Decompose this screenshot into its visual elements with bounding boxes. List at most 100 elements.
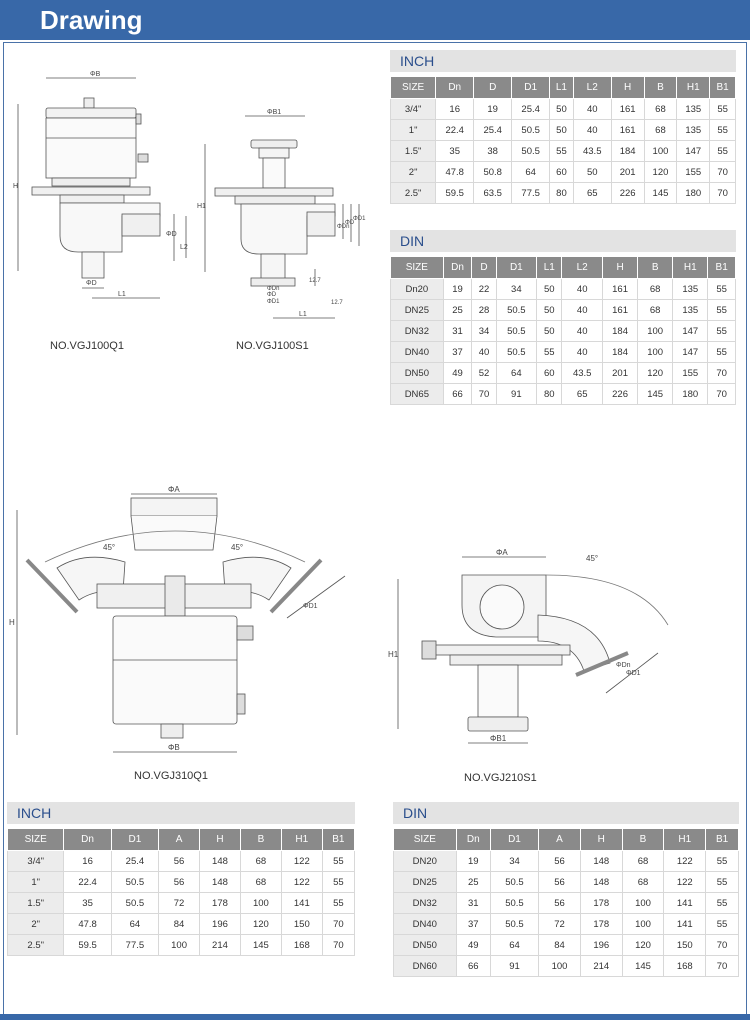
col-header: D1 <box>495 256 538 279</box>
svg-text:ΦB: ΦB <box>168 743 180 752</box>
value-cell: 68 <box>644 119 678 141</box>
value-cell: 150 <box>663 934 707 956</box>
value-cell: 135 <box>672 278 709 300</box>
value-cell: 47.8 <box>435 161 475 183</box>
value-cell: 135 <box>676 98 711 120</box>
col-header: Dn <box>435 76 475 99</box>
value-cell: 55 <box>705 913 739 935</box>
value-cell: 148 <box>580 871 623 893</box>
table-header-row: SIZE Dn D D1 L1 L2 H B H1 B1 <box>389 76 736 99</box>
value-cell: 68 <box>644 98 678 120</box>
value-cell: 40 <box>573 119 612 141</box>
drawing-vgj100q1: ΦB H ΦD L2 ΦD L1 <box>13 71 188 299</box>
value-cell: 68 <box>240 850 282 872</box>
value-cell: 196 <box>580 934 623 956</box>
value-cell: 59.5 <box>435 182 475 204</box>
value-cell: 50.5 <box>496 341 538 363</box>
value-cell: 100 <box>637 341 674 363</box>
col-header: L1 <box>549 76 574 99</box>
value-cell: 161 <box>602 299 639 321</box>
value-cell: 55 <box>549 140 574 162</box>
size-cell: DN40 <box>393 913 457 935</box>
svg-text:H: H <box>9 618 15 627</box>
col-header: H <box>199 828 241 851</box>
value-cell: 50 <box>549 119 574 141</box>
svg-text:ΦD1: ΦD1 <box>353 216 366 222</box>
value-cell: 55 <box>536 341 563 363</box>
value-cell: 55 <box>707 299 736 321</box>
table-title: DIN <box>390 230 736 252</box>
value-cell: 84 <box>158 913 201 935</box>
value-cell: 49 <box>456 934 491 956</box>
col-header: B1 <box>321 828 356 851</box>
value-cell: 100 <box>622 913 665 935</box>
table-header-row: SIZE Dn D1 A H B H1 B1 <box>6 828 356 851</box>
svg-text:L1: L1 <box>299 311 307 318</box>
value-cell: 55 <box>705 871 739 893</box>
col-header: H <box>601 256 639 279</box>
value-cell: 56 <box>158 850 201 872</box>
value-cell: 120 <box>622 934 665 956</box>
value-cell: 50 <box>536 320 563 342</box>
value-cell: 122 <box>663 871 707 893</box>
value-cell: 70 <box>705 934 739 956</box>
col-header: H1 <box>280 828 323 851</box>
value-cell: 91 <box>490 955 540 977</box>
value-cell: 100 <box>158 934 201 956</box>
value-cell: 50.5 <box>496 320 538 342</box>
value-cell: 145 <box>644 182 678 204</box>
value-cell: 145 <box>637 383 674 405</box>
value-cell: 56 <box>538 850 581 872</box>
svg-text:45°: 45° <box>231 543 243 552</box>
value-cell: 56 <box>158 871 201 893</box>
value-cell: 100 <box>622 892 665 914</box>
svg-text:ΦD1: ΦD1 <box>626 670 641 677</box>
size-cell: DN32 <box>390 320 444 342</box>
value-cell: 68 <box>240 871 282 893</box>
value-cell: 63.5 <box>473 182 513 204</box>
col-header: H <box>610 76 645 99</box>
value-cell: 141 <box>663 892 707 914</box>
value-cell: 72 <box>538 913 581 935</box>
value-cell: 161 <box>611 98 645 120</box>
value-cell: 147 <box>672 341 709 363</box>
size-cell: 1.5" <box>389 140 437 162</box>
value-cell: 50 <box>549 98 574 120</box>
col-header: D <box>471 256 497 279</box>
col-header: B <box>621 828 665 851</box>
value-cell: 168 <box>281 934 323 956</box>
top-inch-table: INCH SIZE Dn D D1 L1 L2 H B H1 B1 3/4"16… <box>389 50 736 204</box>
page-title: Drawing <box>40 5 143 35</box>
value-cell: 145 <box>240 934 282 956</box>
svg-text:ΦD: ΦD <box>166 231 177 238</box>
value-cell: 68 <box>637 299 674 321</box>
size-cell: Dn20 <box>390 278 444 300</box>
svg-text:ΦDn: ΦDn <box>267 286 279 292</box>
drawing-caption: NO.VGJ310Q1 <box>134 770 208 782</box>
value-cell: 70 <box>705 955 739 977</box>
value-cell: 70 <box>707 383 736 405</box>
size-cell: 2" <box>6 913 65 935</box>
value-cell: 52 <box>471 362 497 384</box>
svg-text:L2: L2 <box>180 244 188 251</box>
value-cell: 122 <box>281 871 323 893</box>
value-cell: 66 <box>456 955 491 977</box>
value-cell: 55 <box>707 341 736 363</box>
col-header: B1 <box>709 76 736 99</box>
value-cell: 201 <box>611 161 645 183</box>
value-cell: 35 <box>435 140 475 162</box>
value-cell: 66 <box>443 383 473 405</box>
value-cell: 214 <box>580 955 623 977</box>
size-cell: DN20 <box>393 850 457 872</box>
size-cell: DN25 <box>390 299 444 321</box>
value-cell: 226 <box>602 383 639 405</box>
value-cell: 40 <box>561 341 603 363</box>
